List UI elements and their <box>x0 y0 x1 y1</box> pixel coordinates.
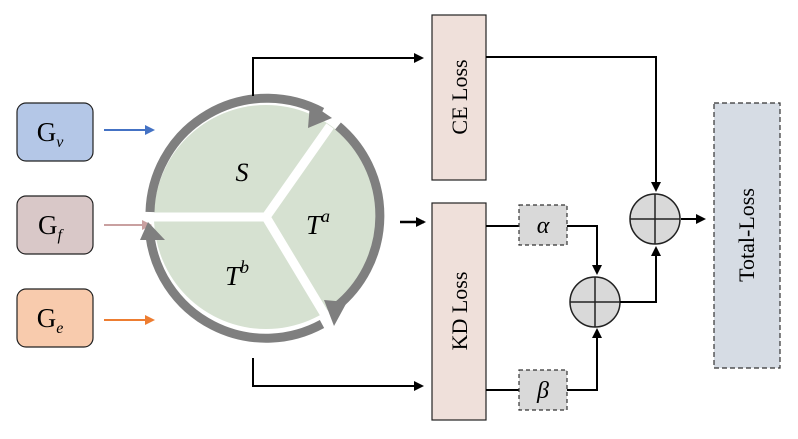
input-ge: Ge <box>16 288 94 348</box>
ring-arrowhead-top <box>308 103 332 128</box>
total-loss-block: Total-Loss <box>713 102 781 369</box>
segment-dividers <box>154 123 334 323</box>
segment-tb-label: Tb <box>225 257 249 291</box>
input-ge-label: Ge <box>37 303 64 337</box>
input-gv: Gv <box>16 102 94 162</box>
ce-loss-label: CE Loss <box>447 59 472 134</box>
input-ge-box <box>16 288 94 348</box>
total-loss-label: Total-Loss <box>734 188 759 282</box>
segment-ta-label: Ta <box>306 206 330 240</box>
arrow-beta-to-plus <box>567 328 602 391</box>
beta-box <box>518 369 568 411</box>
alpha-box <box>518 204 568 246</box>
arrow-ce-to-upper-plus <box>486 56 661 192</box>
sum-operator-lower <box>569 276 621 328</box>
input-gf: Gf <box>16 195 94 255</box>
sum-operator-upper <box>629 193 681 245</box>
input-gv-label: Gv <box>37 117 65 151</box>
ring-arc-top <box>145 93 325 213</box>
input-gv-box <box>16 102 94 162</box>
total-loss-box <box>713 102 781 369</box>
arrow-alpha-to-plus <box>567 225 602 275</box>
alpha-weight: α <box>518 204 568 246</box>
ce-loss-box <box>431 14 487 181</box>
ring-arc-right <box>333 122 385 311</box>
arrow-lower-to-upper-plus <box>620 246 661 303</box>
segment-s-label: S <box>236 158 249 187</box>
kd-loss-block: KD Loss <box>431 202 487 421</box>
beta-weight: β <box>518 369 568 411</box>
input-gf-box <box>16 195 94 255</box>
input-gf-label: Gf <box>38 210 65 244</box>
ce-loss-block: CE Loss <box>431 14 487 181</box>
kd-loss-label: KD Loss <box>447 272 472 351</box>
beta-label: β <box>536 378 549 404</box>
alpha-label: α <box>537 213 550 239</box>
ring-arc-bottom <box>145 235 325 343</box>
arrow-circle-to-kd-bottom <box>252 358 424 391</box>
kd-loss-box <box>431 202 487 421</box>
model-circle: S Ta Tb <box>140 93 385 343</box>
ring-arrowhead-bottom <box>140 222 165 240</box>
arrow-circle-to-ce <box>252 53 424 96</box>
ring-arrowhead-right <box>324 300 347 326</box>
